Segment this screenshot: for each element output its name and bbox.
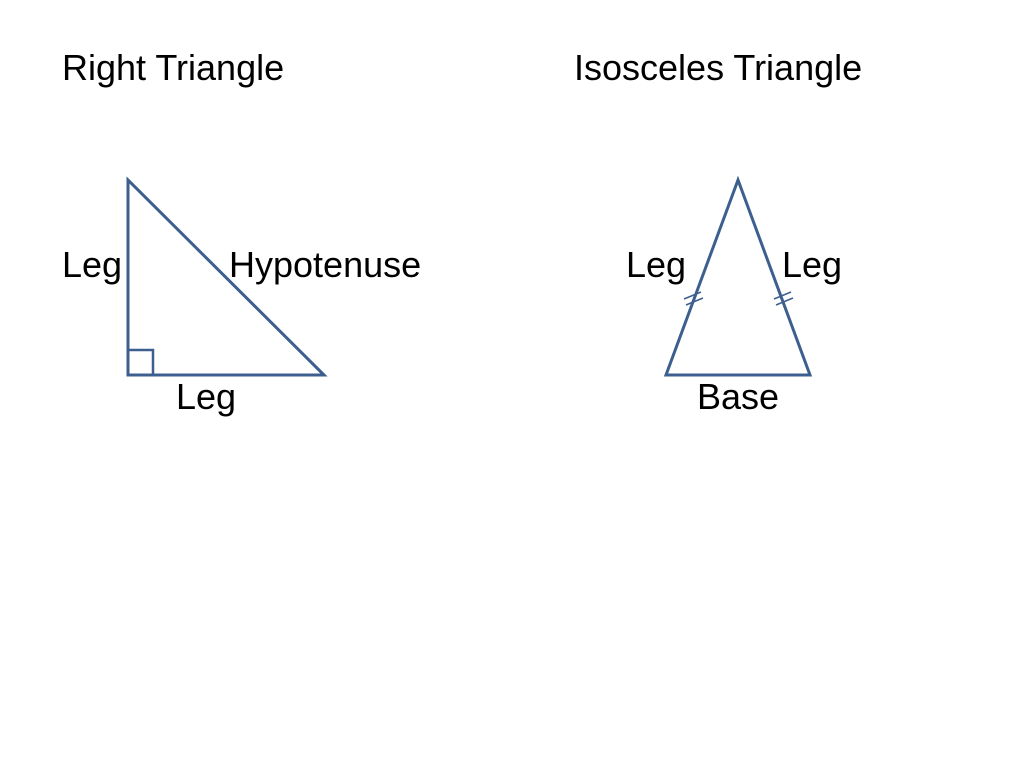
isosceles-triangle-title: Isosceles Triangle xyxy=(574,47,863,88)
isosceles-triangle-shape xyxy=(663,175,813,377)
right-triangle-leg-left-label: Leg xyxy=(62,244,123,285)
right-triangle-shape xyxy=(126,176,328,377)
isosceles-triangle-base-label: Base xyxy=(697,376,780,417)
isosceles-triangle-leg-right-label: Leg xyxy=(782,244,843,285)
right-triangle-title: Right Triangle xyxy=(62,47,285,88)
right-triangle-leg-bottom-label: Leg xyxy=(176,376,237,417)
right-triangle-hypotenuse-label: Hypotenuse xyxy=(229,244,422,285)
right-angle-marker xyxy=(128,348,155,375)
isosceles-triangle-leg-left-label: Leg xyxy=(626,244,687,285)
left-leg-tick-marks xyxy=(683,291,704,306)
right-leg-tick-marks xyxy=(773,291,794,306)
